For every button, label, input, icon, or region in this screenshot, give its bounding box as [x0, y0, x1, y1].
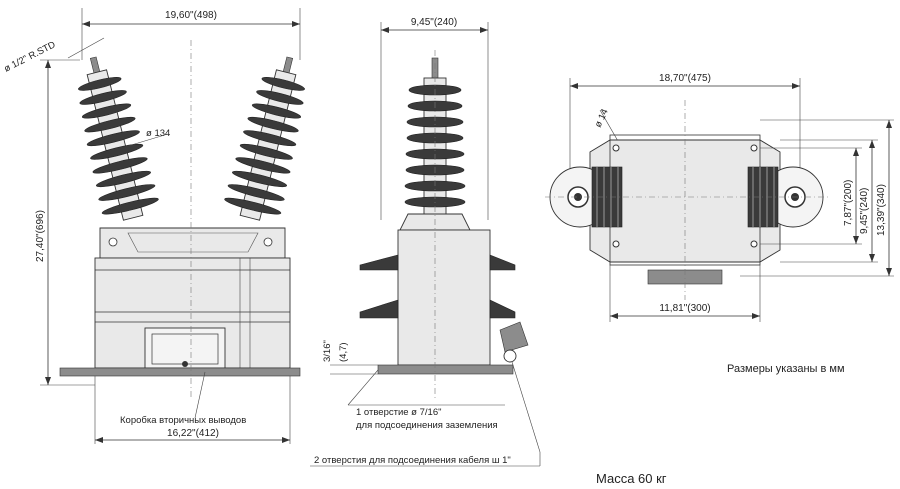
dim-side-width: 9,45"(240)	[411, 17, 457, 28]
label-secondary-box: Коробка вторичных выводов	[120, 415, 246, 426]
dim-depth-240: 9,45"(240)	[859, 188, 870, 234]
dim-plate-thickness-mm: (4,7)	[338, 342, 349, 362]
side-view: 9,45"(240) 3/16" (4,7) 1	[310, 17, 541, 467]
label-ground-hole-line1: 1 отверстие ø 7/16"	[356, 407, 442, 418]
dim-thread: ø 1/2" R.STD	[2, 39, 57, 74]
front-view: 19,60"(498) ø 1/2" R.STD 27,40"(696)	[2, 8, 305, 444]
dim-base-width: 16,22"(412)	[167, 428, 219, 439]
dim-bottom-width: 11,81"(300)	[659, 303, 710, 314]
units-note: Размеры указаны в мм	[727, 363, 845, 375]
label-cable-holes: 2 отверстия для подсоединения кабеля ш 1…	[314, 455, 511, 466]
dim-front-height: 27,40"(696)	[35, 210, 46, 262]
dim-hole-dia: ø 14	[593, 107, 611, 129]
left-insulator	[78, 56, 159, 221]
mass-label: Масса 60 кг	[596, 471, 667, 486]
label-ground-hole-line2: для подсоединения заземления	[356, 420, 498, 431]
dim-depth-340: 13,39"(340)	[876, 184, 887, 236]
dim-top-width: 18,70"(475)	[659, 73, 711, 84]
dim-insulator-dia: ø 134	[146, 128, 170, 139]
top-view: 18,70"(475) ø 14	[545, 73, 894, 486]
right-insulator	[224, 56, 305, 221]
dim-depth-200: 7,87"(200)	[843, 180, 854, 226]
dim-plate-thickness-in: 3/16"	[322, 340, 333, 362]
dim-front-width-top: 19,60"(498)	[165, 10, 217, 21]
